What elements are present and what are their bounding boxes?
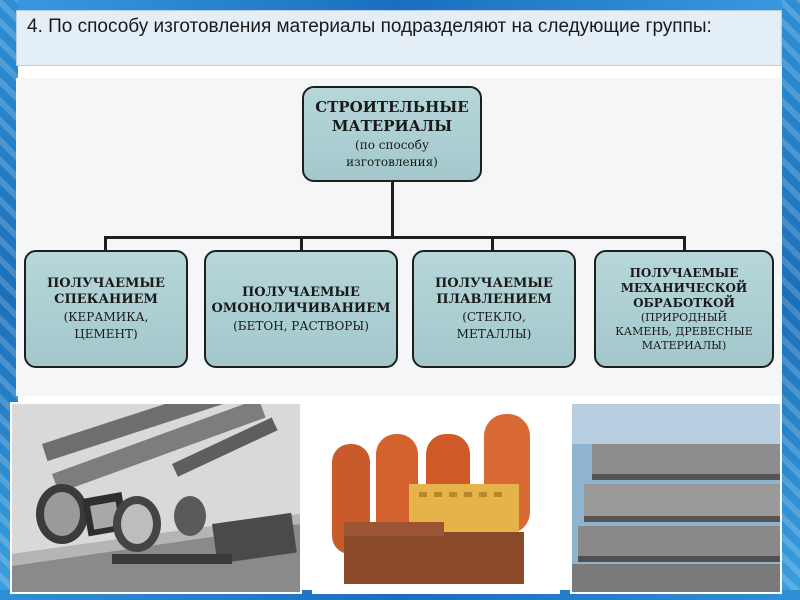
slide-bottom-border <box>0 590 800 600</box>
child-3-line-2: ПЛАВЛЕНИЕМ <box>436 292 552 307</box>
child-4-line-6: МАТЕРИАЛЫ) <box>641 338 727 352</box>
child-2-line-3: (БЕТОН, РАСТВОРЫ) <box>233 318 369 333</box>
bricks-illustration <box>314 404 558 592</box>
child-3-line-3: (СТЕКЛО, <box>462 310 526 324</box>
root-line-1: СТРОИТЕЛЬНЫЕ <box>315 98 469 116</box>
root-line-2: МАТЕРИАЛЫ <box>331 117 453 135</box>
child-1-line-4: ЦЕМЕНТ) <box>74 327 138 341</box>
photo-metal-profiles <box>10 402 302 594</box>
child-node-sintering: ПОЛУЧАЕМЫЕ СПЕКАНИЕМ (КЕРАМИКА, ЦЕМЕНТ) <box>24 250 188 368</box>
drop-3 <box>491 236 494 250</box>
child-1-line-3: (КЕРАМИКА, <box>63 310 149 324</box>
drop-2 <box>300 236 303 250</box>
child-2-line-1: ПОЛУЧАЕМЫЕ <box>242 284 360 300</box>
child-4-line-1: ПОЛУЧАЕМЫЕ <box>629 265 739 280</box>
child-3-line-4: МЕТАЛЛЫ) <box>456 327 532 341</box>
slide-title: 4. По способу изготовления материалы под… <box>27 16 712 37</box>
drop-1 <box>104 236 107 250</box>
child-1-line-2: СПЕКАНИЕМ <box>54 292 158 307</box>
slide-title-bar: 4. По способу изготовления материалы под… <box>16 10 782 66</box>
photo-bricks <box>312 402 560 594</box>
child-node-monolithing: ПОЛУЧАЕМЫЕ ОМОНОЛИЧИВАНИЕМ (БЕТОН, РАСТВ… <box>204 250 398 368</box>
diagram-panel: СТРОИТЕЛЬНЫЕ МАТЕРИАЛЫ (по способу изгот… <box>16 78 782 396</box>
child-4-line-4: (ПРИРОДНЫЙ <box>640 310 728 324</box>
root-stem <box>391 182 394 238</box>
drop-4 <box>683 236 686 250</box>
slide-right-pattern <box>782 0 800 600</box>
child-4-line-5: КАМЕНЬ, ДРЕВЕСНЫЕ <box>615 324 753 338</box>
root-line-4: изготовления) <box>346 155 438 169</box>
child-1-line-1: ПОЛУЧАЕМЫЕ <box>47 276 165 291</box>
horizontal-bus <box>104 236 686 239</box>
concrete-slabs-illustration <box>572 404 780 592</box>
slide-right-border <box>782 0 800 600</box>
metal-profiles-illustration <box>12 404 300 592</box>
photo-concrete-slabs <box>570 402 782 594</box>
child-node-mechanical: ПОЛУЧАЕМЫЕ МЕХАНИЧЕСКОЙ ОБРАБОТКОЙ (ПРИР… <box>594 250 774 368</box>
slide-top-border <box>0 0 800 12</box>
child-2-line-2: ОМОНОЛИЧИВАНИЕМ <box>211 300 391 316</box>
child-4-line-3: ОБРАБОТКОЙ <box>633 295 735 310</box>
root-line-3: (по способу <box>355 138 429 152</box>
child-3-line-1: ПОЛУЧАЕМЫЕ <box>435 276 553 291</box>
child-4-line-2: МЕХАНИЧЕСКОЙ <box>620 280 748 295</box>
root-node: СТРОИТЕЛЬНЫЕ МАТЕРИАЛЫ (по способу изгот… <box>302 86 482 182</box>
child-node-melting: ПОЛУЧАЕМЫЕ ПЛАВЛЕНИЕМ (СТЕКЛО, МЕТАЛЛЫ) <box>412 250 576 368</box>
